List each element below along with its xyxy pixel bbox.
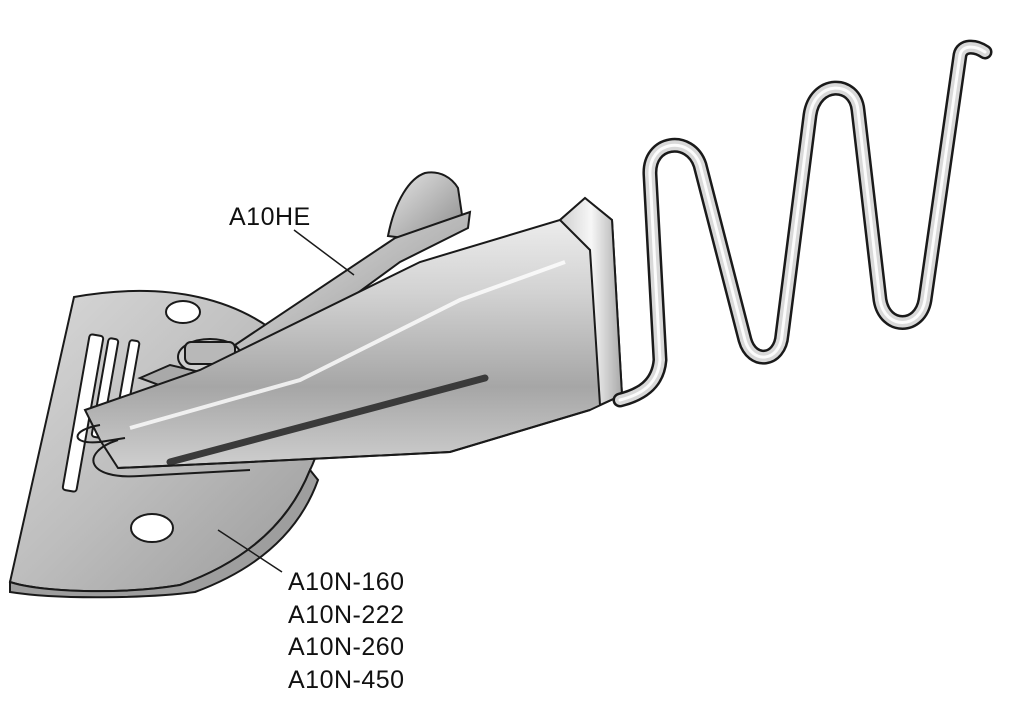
- bottom-wire: [92, 439, 251, 478]
- wire-guide: [612, 39, 993, 408]
- binder-cone: [83, 196, 624, 470]
- leader-line-bottom: [217, 529, 283, 573]
- cone-slot: [166, 374, 489, 466]
- label-a10he: A10HE: [229, 203, 311, 231]
- label-list-plates: A10N-160 A10N-222 A10N-260 A10N-450: [288, 566, 405, 696]
- screw-hole-bottom: [130, 513, 174, 543]
- label-plate-2: A10N-222: [288, 600, 405, 629]
- label-plate-4: A10N-450: [288, 665, 405, 694]
- leader-line-top: [293, 229, 355, 276]
- screw-hole-top: [165, 300, 201, 324]
- label-plate-1: A10N-160: [288, 568, 405, 596]
- entry-wire-loop: [76, 424, 126, 444]
- label-plate-3: A10N-260: [288, 633, 405, 661]
